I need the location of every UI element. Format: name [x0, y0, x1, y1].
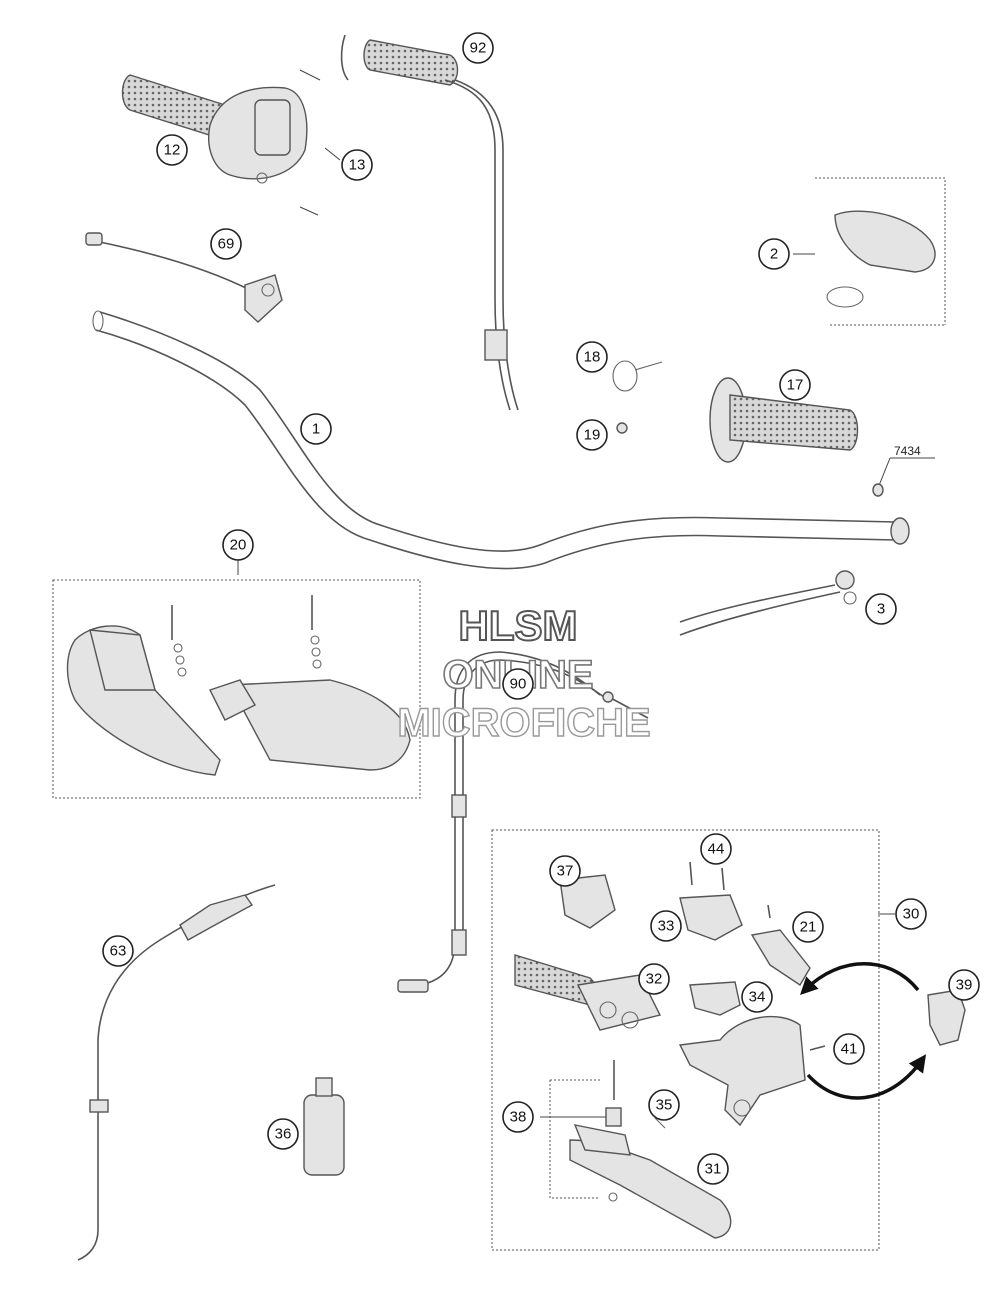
handlebar: [92, 310, 910, 570]
throttle-grip: [121, 74, 341, 216]
callout-39: 39: [948, 969, 980, 1001]
svg-text:2: 2: [770, 246, 778, 263]
callout-13: 13: [341, 149, 373, 181]
callout-17: 17: [779, 369, 811, 401]
svg-text:32: 32: [646, 971, 663, 988]
kill-switch-cable: [85, 232, 283, 323]
watermark-line3: MICROFICHE: [397, 701, 650, 745]
grip-cap-group: [793, 177, 946, 326]
clutch-cable: [397, 651, 649, 993]
callout-1: 1: [300, 413, 332, 445]
swap-arrows: [800, 962, 927, 1100]
callout-32: 32: [638, 963, 670, 995]
svg-text:35: 35: [656, 1097, 673, 1114]
handguard-group: [52, 560, 421, 799]
callout-33: 33: [650, 910, 682, 942]
callout-90: 90: [502, 668, 534, 700]
callout-2: 2: [758, 238, 790, 270]
switch-cable: [679, 570, 857, 636]
callout-19: 19: [576, 419, 608, 451]
svg-text:41: 41: [841, 1041, 858, 1058]
callout-3: 3: [865, 593, 897, 625]
left-grip: [709, 377, 859, 463]
cable-63: [77, 884, 276, 1261]
svg-text:1: 1: [312, 421, 320, 438]
callout-41: 41: [833, 1033, 865, 1065]
callout-30: 30: [895, 898, 927, 930]
svg-text:38: 38: [510, 1109, 527, 1126]
svg-text:92: 92: [470, 40, 487, 57]
reference-7434: 7434: [872, 444, 935, 497]
watermark: HLSM ONLINE MICROFICHE: [397, 601, 652, 746]
svg-text:44: 44: [708, 841, 725, 858]
svg-text:21: 21: [800, 919, 817, 936]
reference-label: 7434: [894, 444, 921, 458]
callout-34: 34: [741, 981, 773, 1013]
callout-37: 37: [549, 855, 581, 887]
throttle-cable: [299, 34, 519, 411]
svg-text:18: 18: [584, 349, 601, 366]
svg-text:37: 37: [557, 863, 574, 880]
callout-36: 36: [267, 1118, 299, 1150]
svg-text:17: 17: [787, 377, 804, 394]
callout-20: 20: [222, 529, 254, 561]
grease-tube: [303, 1077, 345, 1176]
callout-31: 31: [697, 1153, 729, 1185]
svg-text:34: 34: [749, 989, 766, 1006]
svg-text:39: 39: [956, 977, 973, 994]
callout-44: 44: [700, 833, 732, 865]
svg-text:69: 69: [218, 236, 235, 253]
master-cylinder-group: [491, 829, 966, 1251]
callout-18: 18: [576, 341, 608, 373]
svg-text:13: 13: [349, 157, 366, 174]
clip-and-nut: [612, 360, 663, 434]
callout-69: 69: [210, 228, 242, 260]
svg-text:31: 31: [705, 1161, 722, 1178]
callout-21: 21: [792, 911, 824, 943]
callout-92: 92: [462, 32, 494, 64]
callout-35: 35: [648, 1089, 680, 1121]
watermark-line1: HLSM: [459, 602, 578, 649]
svg-text:20: 20: [230, 537, 247, 554]
svg-text:90: 90: [510, 676, 527, 693]
callout-63: 63: [102, 935, 134, 967]
svg-text:3: 3: [877, 601, 885, 618]
svg-text:33: 33: [658, 918, 675, 935]
callout-38: 38: [502, 1101, 534, 1133]
svg-text:36: 36: [275, 1126, 292, 1143]
svg-text:12: 12: [164, 142, 181, 159]
callouts: 92 12 13 69 2 18 17 19 1 20 3 90 37 44 3…: [102, 32, 980, 1185]
svg-text:30: 30: [903, 906, 920, 923]
svg-text:63: 63: [110, 943, 127, 960]
callout-12: 12: [156, 134, 188, 166]
svg-text:19: 19: [584, 427, 601, 444]
